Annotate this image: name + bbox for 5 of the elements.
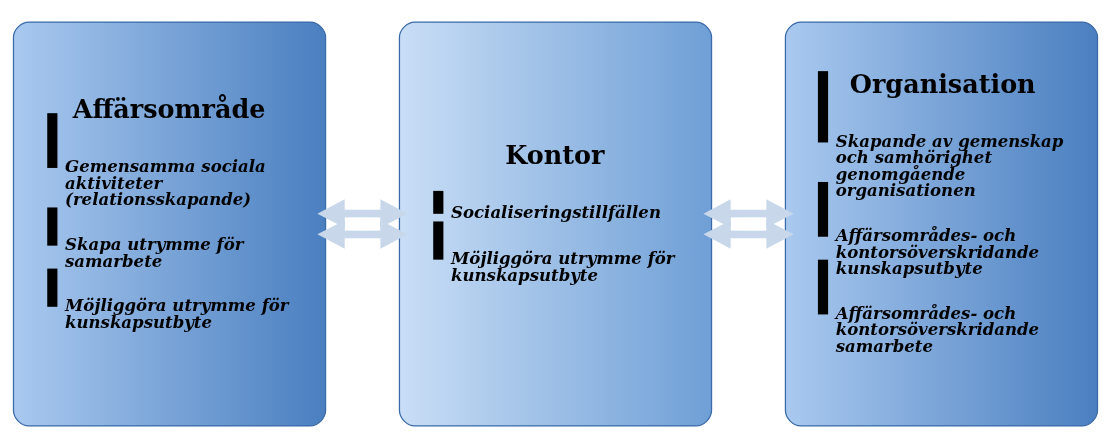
arrow	[703, 198, 794, 228]
arrow	[317, 198, 408, 228]
node-box: Organisation Skapande av gemenskap och samhörighet genomgående organisationen Affärsområdes- och kontorsöverskridande kunskapsutbyte Affärsområdes- och kontorsöverskridande samarbete	[784, 20, 1099, 427]
node-box: Kontor Socialiseringstillfällen Möjliggöra utrymme för kunskapsutbyte	[398, 20, 713, 427]
node-box: Affärsområde Gemensamma sociala aktiviteter (relationsskapande) Skapa utrymme för samarbete Möjliggöra utrymme för kunskapsutbyte	[12, 20, 327, 427]
